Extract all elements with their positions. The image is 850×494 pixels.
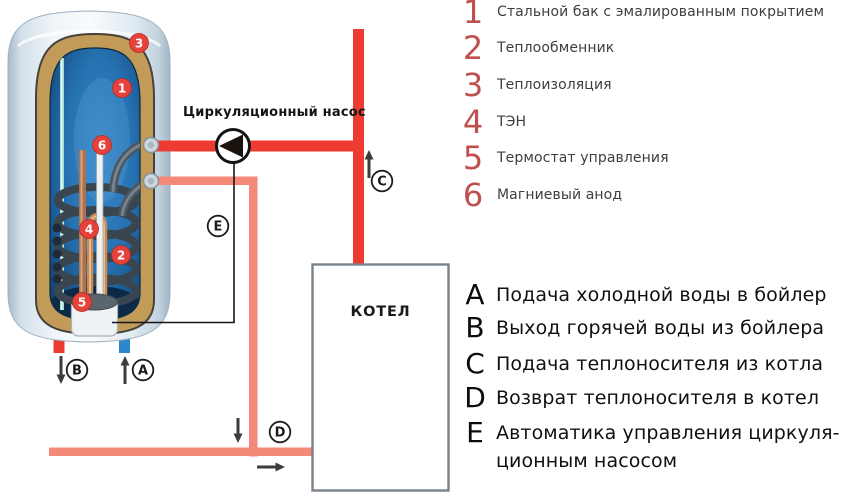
legend-part-row: 6 Магниевый анод <box>458 179 850 211</box>
legend-part-number: 6 <box>462 176 484 214</box>
legend-part-row: 5 Термостат управления <box>458 142 850 174</box>
flow-marker-e: E <box>214 220 223 235</box>
legend-flow-letter: C <box>465 347 485 380</box>
legend-flow-row: D Возврат теплоносителя в котел <box>460 384 850 412</box>
flow-label-line: Возврат теплоносителя в котел <box>496 387 820 409</box>
arrow-up-a <box>120 356 130 366</box>
badge-6: 6 <box>98 138 106 152</box>
tank-top-highlight <box>16 29 162 48</box>
legend-flow-label: Подача холодной воды в бойлер <box>496 281 827 309</box>
badge-1: 1 <box>118 81 126 95</box>
legend-part-label: Магниевый анод <box>497 187 623 203</box>
flow-marker-a: A <box>138 364 148 379</box>
badge-2: 2 <box>117 248 125 262</box>
arrow-right-d <box>275 462 285 472</box>
legend-flow-row: C Подача теплоносителя из котла <box>460 350 850 378</box>
boiler-box: КОТЕЛ <box>311 263 450 492</box>
legend-part-label: Термостат управления <box>497 150 669 166</box>
legend-flow-letter: E <box>466 416 484 449</box>
legend-flow-row: B Выход горячей воды из бойлера <box>460 314 850 342</box>
pump-rotor-icon <box>219 134 243 158</box>
flow-marker-c: C <box>377 175 387 190</box>
legend-flow-label: Подача теплоносителя из котла <box>496 350 823 378</box>
arrow-up-c <box>364 150 374 160</box>
legend-part-number: 3 <box>462 66 484 104</box>
legend-part-label: Теплообменник <box>497 40 615 56</box>
supply-pipe-vertical <box>353 29 364 266</box>
legend-flow-row: E Автоматика управления циркуля- ционным… <box>460 419 850 475</box>
flow-label-line: Подача холодной воды в бойлер <box>496 284 827 306</box>
legend-part-number: 2 <box>462 29 484 67</box>
return-pipe-horizontal-top <box>153 176 258 185</box>
legend-flow-label: Автоматика управления циркуля- ционным н… <box>496 419 840 475</box>
legend-part-number: 4 <box>462 103 484 141</box>
flow-marker-d: D <box>275 426 286 441</box>
return-pipe-vertical <box>249 176 258 457</box>
flow-label-line: Выход горячей воды из бойлера <box>496 317 825 339</box>
supply-pipe-horizontal <box>153 140 364 152</box>
legend-part-label: ТЭН <box>497 114 527 130</box>
dip-tube-highlight <box>61 58 63 310</box>
legend-flow-letter: B <box>465 311 485 344</box>
arrow-down-b <box>56 374 66 384</box>
legend-part-number: 1 <box>462 0 484 31</box>
legend-part-number: 5 <box>462 139 484 177</box>
flow-markers: A B C D E <box>65 169 394 444</box>
part-badges: 1 2 3 4 5 6 <box>72 33 149 312</box>
legend-part-row: 2 Теплообменник <box>458 32 850 64</box>
flow-arrows <box>56 150 374 472</box>
flow-label-line: Автоматика управления циркуля- <box>496 422 840 444</box>
arrow-down-d <box>233 433 243 443</box>
legend-flow-label: Возврат теплоносителя в котел <box>496 384 819 412</box>
badge-4: 4 <box>85 222 93 236</box>
automation-line <box>112 163 235 324</box>
legend-flow-letter: D <box>464 381 486 414</box>
legend-part-row: 4 ТЭН <box>458 106 850 138</box>
coil-connection-pipes <box>109 138 140 217</box>
legend-part-row: 3 Теплоизоляция <box>458 69 850 101</box>
badge-5: 5 <box>78 295 86 309</box>
legend-flow-label: Выход горячей воды из бойлера <box>496 314 824 342</box>
flow-marker-b: B <box>72 364 82 379</box>
pump-label: Циркуляционный насос <box>183 105 366 120</box>
flow-label-line: ционным насосом <box>496 450 678 472</box>
tank-fittings <box>142 136 160 190</box>
legend-part-row: 1 Стальной бак с эмалированным покрытием <box>458 0 850 28</box>
flow-label-line: Подача теплоносителя из котла <box>496 353 824 375</box>
badge-3: 3 <box>135 36 143 50</box>
boiler-box-label: КОТЕЛ <box>350 304 410 320</box>
legend-part-label: Теплоизоляция <box>497 77 612 93</box>
legend-part-label: Стальной бак с эмалированным покрытием <box>497 4 825 20</box>
return-pipe-horizontal-bottom <box>49 447 313 456</box>
coil-cut-edge <box>52 223 62 284</box>
circulation-pump <box>215 128 251 164</box>
legend-flow-row: A Подача холодной воды в бойлер <box>460 281 850 309</box>
legend-flow-letter: A <box>465 278 485 311</box>
